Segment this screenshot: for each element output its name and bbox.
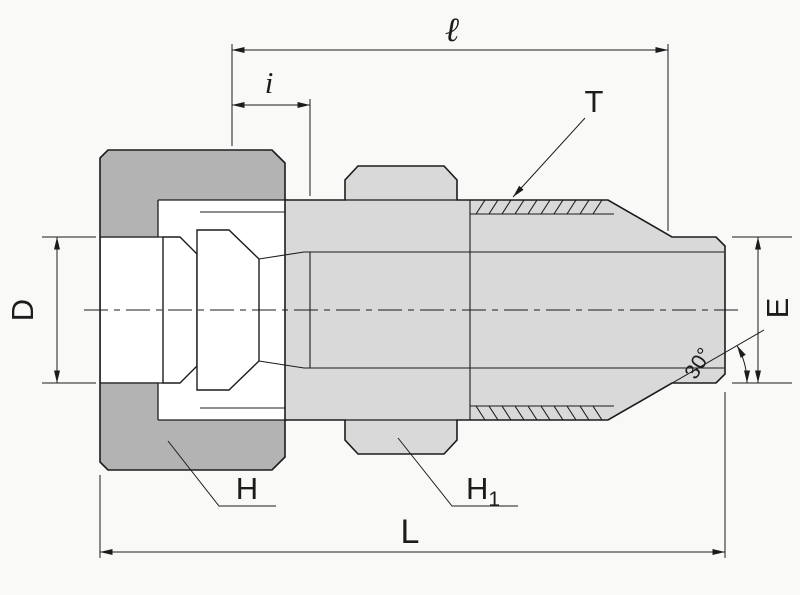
label-H1-subscript: 1 xyxy=(488,488,500,511)
thread-hatch-line xyxy=(488,199,499,215)
thread-hatch-line xyxy=(566,405,577,421)
thread-hatch-line xyxy=(592,199,603,215)
label-i: i xyxy=(265,65,274,100)
thread-hatch-line xyxy=(553,199,564,215)
thread-hatch-line xyxy=(540,199,551,215)
thread-hatch-line xyxy=(488,405,499,421)
label-H1: H1 xyxy=(466,471,500,511)
seat-line-top xyxy=(258,251,305,260)
thread-hatch-line xyxy=(475,405,486,421)
label-ell: ℓ xyxy=(445,12,459,49)
leader-line xyxy=(397,437,518,507)
thread-hatch-line xyxy=(540,405,551,421)
thread-hatch-line xyxy=(501,405,512,421)
label-T: T xyxy=(585,84,604,119)
thread-hatch-line xyxy=(501,199,512,215)
seat-line-bottom xyxy=(258,360,305,369)
label-D: D xyxy=(5,299,40,321)
dimension-L: L xyxy=(99,392,726,558)
thread-hatch-line xyxy=(592,405,603,421)
angle-arc xyxy=(736,345,751,384)
thread-hatch-line xyxy=(514,405,525,421)
label-L: L xyxy=(401,513,420,551)
chamfer-extension-line xyxy=(609,329,765,420)
thread-hatch-line xyxy=(579,199,590,215)
label-H1-base: H xyxy=(466,471,488,506)
callout-T: T xyxy=(512,84,604,198)
callout-H1: H1 xyxy=(397,437,518,511)
thread-hatch-line xyxy=(514,199,525,215)
dimension-ell: ℓ xyxy=(231,12,669,231)
label-E: E xyxy=(760,298,795,319)
thread-hatch-line xyxy=(475,199,486,215)
leader-line xyxy=(167,440,276,507)
callout-H: H xyxy=(167,440,276,507)
leader-line xyxy=(512,117,586,198)
thread-hatch-line xyxy=(553,405,564,421)
thread-hatching-bottom xyxy=(475,405,603,421)
dimension-D: D xyxy=(5,236,96,384)
dimension-E: E xyxy=(732,236,795,384)
thread-hatch-line xyxy=(527,199,538,215)
thread-hatch-line xyxy=(566,199,577,215)
thread-hatch-line xyxy=(527,405,538,421)
dimension-i: i xyxy=(232,65,311,196)
thread-hatch-line xyxy=(579,405,590,421)
label-H: H xyxy=(236,471,258,506)
thread-hatching-top xyxy=(475,199,603,215)
